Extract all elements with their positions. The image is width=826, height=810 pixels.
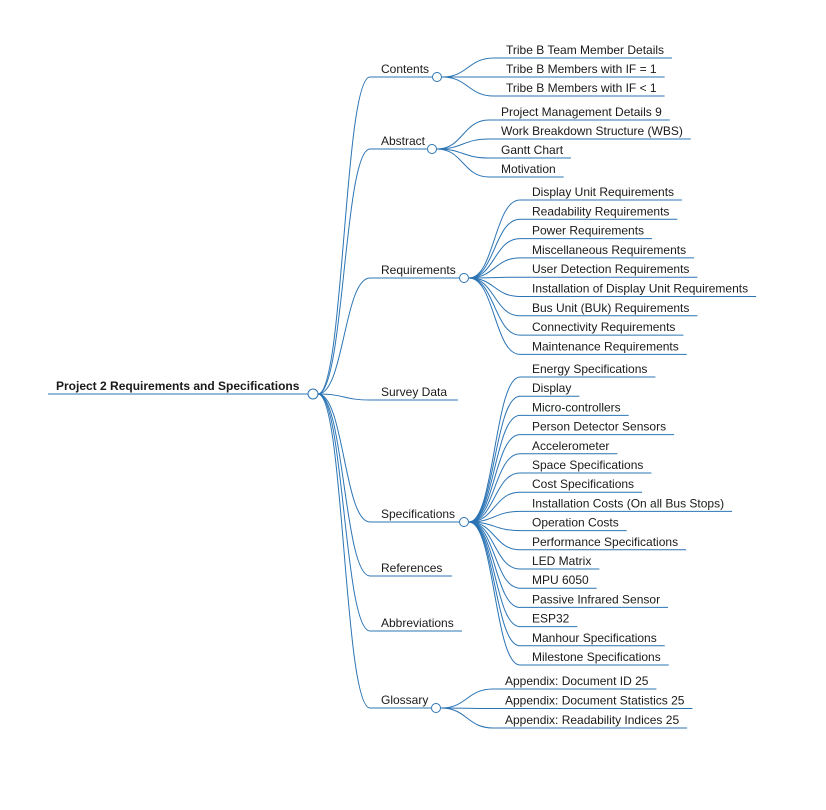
child-topic-label[interactable]: Performance Specifications — [532, 535, 678, 549]
edge-to-child — [468, 491, 521, 523]
edge-to-child — [468, 434, 521, 523]
child-topic-label[interactable]: Miscellaneous Requirements — [532, 243, 686, 257]
edge-to-child — [468, 257, 521, 279]
collapse-toggle-requirements[interactable] — [459, 273, 469, 283]
collapse-toggle-abstract[interactable] — [427, 144, 437, 154]
child-topic-label[interactable]: Display — [532, 381, 571, 395]
branch-label-references[interactable]: References — [381, 561, 442, 575]
edge-root-to-survey-data — [317, 393, 371, 401]
child-topic-label[interactable]: Connectivity Requirements — [532, 320, 675, 334]
edge-to-child — [468, 218, 521, 279]
edge-to-child — [468, 521, 521, 647]
edge-to-child — [436, 138, 490, 150]
child-topic-label[interactable]: Installation Costs (On all Bus Stops) — [532, 496, 724, 510]
child-topic-label[interactable]: Maintenance Requirements — [532, 339, 679, 353]
child-topic-label[interactable]: Motivation — [501, 162, 556, 176]
child-topic-label[interactable]: Work Breakdown Structure (WBS) — [501, 124, 683, 138]
child-topic-label[interactable]: Energy Specifications — [532, 362, 647, 376]
branch-label-requirements[interactable]: Requirements — [381, 263, 456, 277]
collapse-toggle-root[interactable] — [307, 388, 319, 400]
edge-to-child — [468, 277, 521, 355]
collapse-toggle-specifications[interactable] — [459, 517, 469, 527]
edge-to-child — [468, 277, 521, 317]
child-topic-label[interactable]: Passive Infrared Sensor — [532, 592, 660, 606]
child-topic-label[interactable]: Gantt Chart — [501, 143, 564, 157]
child-topic-label[interactable]: ESP32 — [532, 612, 570, 626]
edge-to-child — [468, 414, 521, 523]
child-topic-label[interactable]: Tribe B Members with IF = 1 — [506, 62, 657, 76]
edge-to-child — [468, 521, 521, 589]
nodes: Project 2 Requirements and Specification… — [56, 43, 748, 727]
connector-lines — [48, 57, 757, 729]
child-topic-label[interactable]: Manhour Specifications — [532, 631, 657, 645]
child-topic-label[interactable]: Bus Unit (BUk) Requirements — [532, 301, 689, 315]
edge-root-to-specifications — [317, 393, 371, 523]
child-topic-label[interactable]: Accelerometer — [532, 439, 609, 453]
edge-to-child — [468, 472, 521, 523]
edge-to-child — [441, 76, 495, 97]
child-topic-label[interactable]: Micro-controllers — [532, 400, 621, 414]
child-topic-label[interactable]: Installation of Display Unit Requirement… — [532, 282, 748, 296]
edge-root-to-references — [317, 393, 371, 577]
child-topic-label[interactable]: MPU 6050 — [532, 573, 589, 587]
branch-label-abstract[interactable]: Abstract — [381, 134, 426, 148]
edge-to-child — [468, 277, 521, 336]
child-topic-label[interactable]: Project Management Details 9 — [501, 105, 662, 119]
child-topic-label[interactable]: Appendix: Document ID 25 — [505, 674, 649, 688]
child-topic-label[interactable]: Tribe B Members with IF < 1 — [506, 81, 657, 95]
branch-label-survey-data[interactable]: Survey Data — [381, 385, 447, 399]
child-topic-label[interactable]: Cost Specifications — [532, 477, 634, 491]
edge-to-child — [468, 199, 521, 279]
edge-to-child — [441, 57, 495, 78]
child-topic-label[interactable]: LED Matrix — [532, 554, 591, 568]
child-topic-label[interactable]: Appendix: Document Statistics 25 — [505, 694, 685, 708]
edge-to-child — [468, 453, 521, 523]
child-topic-label[interactable]: Operation Costs — [532, 516, 619, 530]
edge-root-to-requirements — [317, 277, 371, 395]
edge-to-child — [468, 521, 521, 570]
edge-root-to-abstract — [317, 148, 371, 395]
edge-root-to-contents — [317, 76, 371, 395]
child-topic-label[interactable]: Space Specifications — [532, 458, 643, 472]
root-topic-label[interactable]: Project 2 Requirements and Specification… — [56, 379, 300, 393]
edge-to-child — [436, 148, 490, 178]
collapse-toggle-contents[interactable] — [432, 72, 442, 82]
edge-root-to-abbreviations — [317, 393, 371, 632]
edge-to-child — [468, 376, 521, 523]
child-topic-label[interactable]: Readability Requirements — [532, 204, 669, 218]
edge-to-child — [440, 707, 494, 729]
edge-to-child — [468, 238, 521, 279]
child-topic-label[interactable]: Appendix: Readability Indices 25 — [505, 713, 679, 727]
edge-to-child — [468, 395, 521, 523]
child-topic-label[interactable]: Person Detector Sensors — [532, 420, 666, 434]
child-topic-label[interactable]: Display Unit Requirements — [532, 185, 674, 199]
collapse-toggle-glossary[interactable] — [431, 703, 441, 713]
branch-label-specifications[interactable]: Specifications — [381, 507, 455, 521]
edge-to-child — [468, 521, 521, 628]
branch-label-abbreviations[interactable]: Abbreviations — [381, 616, 454, 630]
child-topic-label[interactable]: Milestone Specifications — [532, 650, 661, 664]
edge-to-child — [436, 119, 490, 150]
child-topic-label[interactable]: Power Requirements — [532, 224, 644, 238]
branch-label-glossary[interactable]: Glossary — [381, 693, 428, 707]
edge-to-child — [468, 521, 521, 666]
child-topic-label[interactable]: User Detection Requirements — [532, 262, 689, 276]
edge-root-to-glossary — [317, 393, 371, 709]
edge-to-child — [440, 688, 494, 709]
child-topic-label[interactable]: Tribe B Team Member Details — [506, 43, 664, 57]
edge-to-child — [468, 510, 521, 523]
branch-label-contents[interactable]: Contents — [381, 62, 429, 76]
